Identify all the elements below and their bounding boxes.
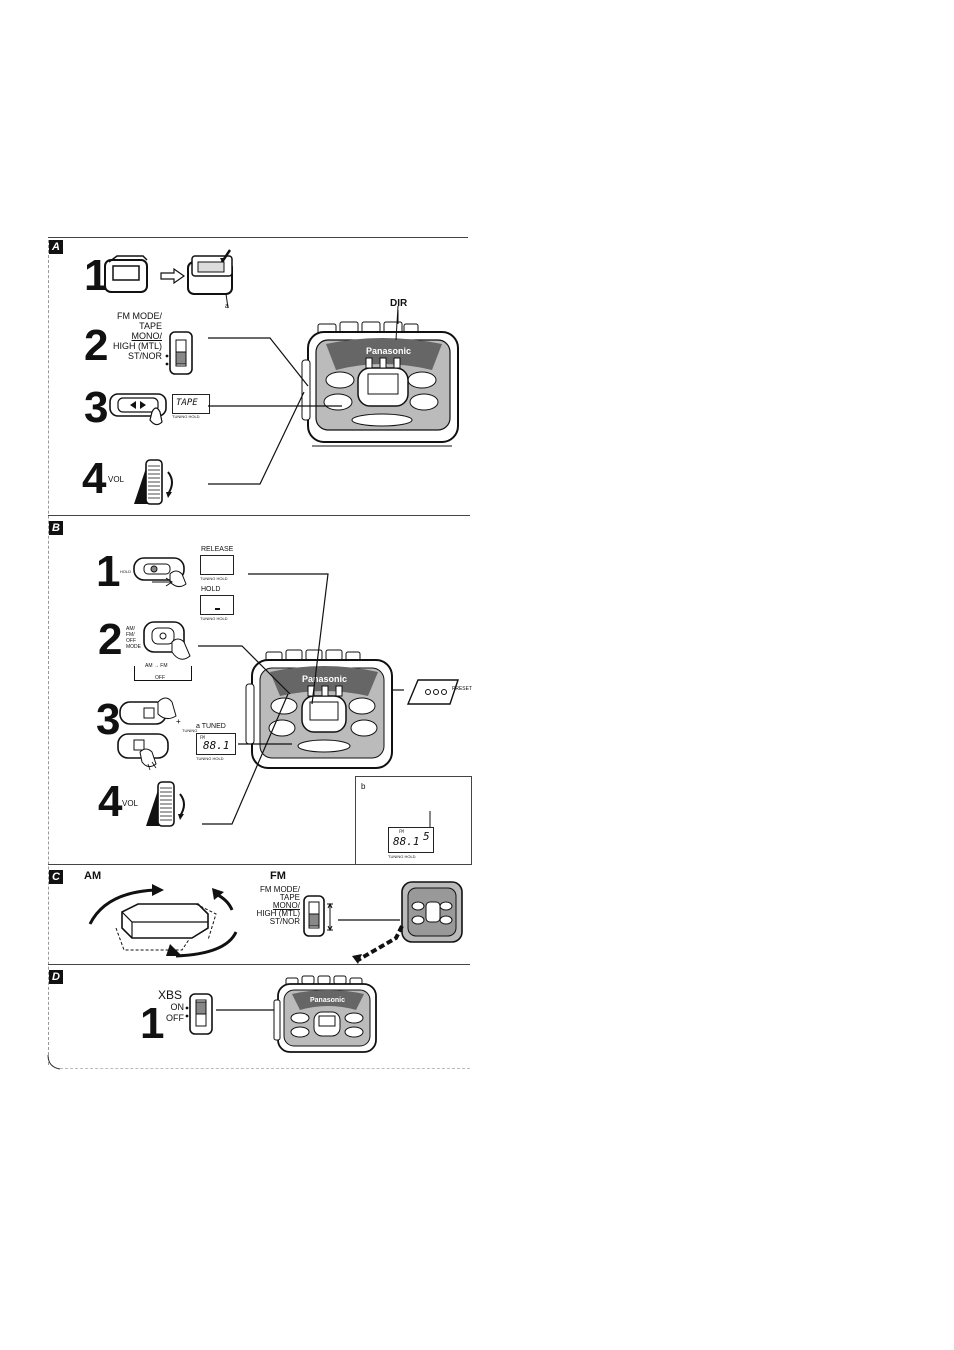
hold-slider-icon[interactable]	[132, 556, 196, 592]
bottom-rule	[60, 1068, 470, 1069]
section-d-connector-line	[216, 1009, 274, 1011]
section-a-player-brand: Panasonic	[366, 346, 411, 356]
section-d-label: D	[49, 970, 63, 984]
section-d-player-brand: Panasonic	[310, 997, 345, 1004]
section-d-xbs-label: XBS	[158, 988, 183, 1002]
section-a-step-4-number: 4	[82, 454, 107, 503]
c-switch-label-mono: MONO/	[272, 901, 300, 910]
section-b-inset: b FM 88.1 5 TUNING HOLD	[355, 776, 472, 865]
section-c-fm-label: FM	[270, 870, 286, 882]
section-b-mode-labels: AM/ FM/ OFF MODE	[126, 626, 141, 650]
mode-label-fm: FM/	[126, 632, 135, 638]
section-c-am-label: AM	[84, 870, 102, 882]
section-a-dir-label: DIR	[390, 298, 408, 309]
cassette-door-closed-icon	[104, 255, 148, 293]
section-b-label: B	[49, 521, 63, 535]
section-b-release-lcd	[200, 555, 234, 575]
switch-label-high-mtl: HIGH (MTL)	[113, 341, 162, 351]
section-a-step-2-number: 2	[84, 321, 109, 370]
section-b-step-2-number: 2	[98, 615, 123, 664]
section-b-tuned-lcd: FM 88.1	[196, 733, 236, 755]
section-b-tuning-label: TUNING	[182, 728, 198, 733]
section-a-step-2-switch-labels: FM MODE/ TAPE MONO/ HIGH (MTL) ST/NOR	[104, 311, 162, 361]
section-a-step-3-number: 3	[84, 383, 109, 432]
section-c-bottom-rule	[48, 964, 470, 965]
c-switch-label-high-mtl: HIGH (MTL)	[256, 909, 300, 918]
switch-label-st-nor: ST/NOR	[127, 351, 162, 361]
play-direction-button-icon[interactable]	[108, 390, 174, 426]
xbs-slide-switch-icon[interactable]	[185, 992, 216, 1036]
section-c-player-with-earphones	[338, 881, 463, 964]
section-d-step-1-number: 1	[140, 999, 165, 1048]
section-b-hold-box-label: HOLD	[201, 586, 221, 593]
section-d-off-label: OFF	[166, 1013, 184, 1023]
am-rotate-orientation-icon	[88, 884, 238, 958]
section-b-inset-lcd-sub: TUNING HOLD	[388, 854, 416, 859]
section-d-on-label: ON	[170, 1002, 185, 1012]
bottom-corner-curve	[47, 1054, 61, 1070]
section-b-lcd-band: FM	[200, 735, 205, 740]
left-margin-rule	[48, 240, 49, 1065]
section-b-vol-label: VOL	[122, 799, 139, 808]
section-a-cassette-player: Panasonic	[301, 310, 459, 447]
inset-lcd-band: FM	[399, 829, 404, 834]
section-b-step-4-number: 4	[98, 777, 123, 826]
cycle-off: OFF	[155, 675, 165, 681]
section-b-release-lcd-sub: TUNING HOLD	[200, 576, 228, 581]
preset-button-icon[interactable]	[404, 676, 464, 708]
section-b-volume-wheel-icon[interactable]	[142, 780, 192, 830]
cycle-am-fm: AM → FM	[145, 662, 168, 670]
arrow-right-icon	[160, 267, 186, 285]
lcd-text-tape: TAPE	[176, 398, 198, 408]
tuning-down-button-icon[interactable]	[114, 730, 184, 774]
section-b-hold-lcd-sub: TUNING HOLD	[200, 616, 228, 621]
switch-label-tape: TAPE	[139, 321, 162, 331]
section-b-cycle-box: AM → FM OFF	[134, 662, 192, 681]
section-b-tuned-label: a TUNED	[196, 723, 226, 730]
section-b-cassette-player: Panasonic	[245, 649, 393, 769]
section-b-step-1-number: 1	[96, 547, 121, 596]
section-b-inset-callout: b	[361, 782, 366, 791]
mode-label-am: AM/	[126, 626, 135, 632]
section-a-bottom-rule	[48, 515, 470, 516]
section-b-lcd-freq: 88.1	[203, 739, 230, 752]
inset-pointer-line	[429, 811, 431, 827]
mode-slide-switch-icon[interactable]	[165, 330, 196, 376]
section-b-connector-lines	[198, 573, 404, 825]
volume-wheel-icon[interactable]	[130, 458, 180, 508]
section-b-player-brand: Panasonic	[302, 674, 347, 684]
section-c-switch-labels: FM MODE/ TAPE MONO/ HIGH (MTL) ST/NOR	[238, 886, 300, 926]
section-a-top-rule	[48, 237, 468, 238]
svg-text:+: +	[176, 717, 181, 726]
cassette-door-open-icon	[187, 249, 233, 309]
section-c-label: C	[49, 870, 63, 884]
inset-lcd-preset: 5	[423, 830, 430, 843]
section-b-inset-lcd: FM 88.1 5	[388, 827, 434, 853]
section-b-tuned-lcd-sub: TUNING HOLD	[196, 756, 224, 761]
section-b-hold-slider-label: HOLD	[120, 569, 132, 574]
section-a-callout-a: a	[225, 303, 229, 310]
inset-lcd-freq: 88.1	[393, 835, 420, 848]
section-c-mode-switch-icon[interactable]	[302, 894, 338, 938]
tuning-up-button-icon[interactable]: +	[118, 694, 188, 728]
section-a-connector-lines	[208, 305, 399, 485]
section-a-label: A	[49, 240, 63, 254]
section-b-step-3-number: 3	[96, 695, 121, 744]
mode-label-off: OFF	[126, 638, 136, 644]
switch-label-fm-mode: FM MODE/	[117, 311, 162, 321]
section-b-bottom-rule	[48, 864, 470, 865]
switch-label-mono: MONO/	[131, 331, 163, 341]
power-mode-button-icon[interactable]	[142, 620, 202, 664]
section-b-hold-lcd	[200, 595, 234, 615]
section-b-preset-label: PRESET	[452, 686, 473, 692]
section-a-tape-lcd: TAPE	[172, 394, 210, 414]
c-switch-label-st-nor: ST/NOR	[269, 917, 300, 926]
section-b-release-label: RELEASE	[201, 546, 234, 553]
mode-label-mode: MODE	[126, 644, 141, 650]
section-d-cassette-player: Panasonic	[273, 975, 377, 1053]
section-a-lcd-sub: TUNING HOLD	[172, 414, 200, 419]
c-switch-label-tape: TAPE	[279, 893, 300, 902]
c-switch-label-fm-mode: FM MODE/	[260, 885, 300, 894]
section-a-vol-label: VOL	[108, 475, 125, 484]
